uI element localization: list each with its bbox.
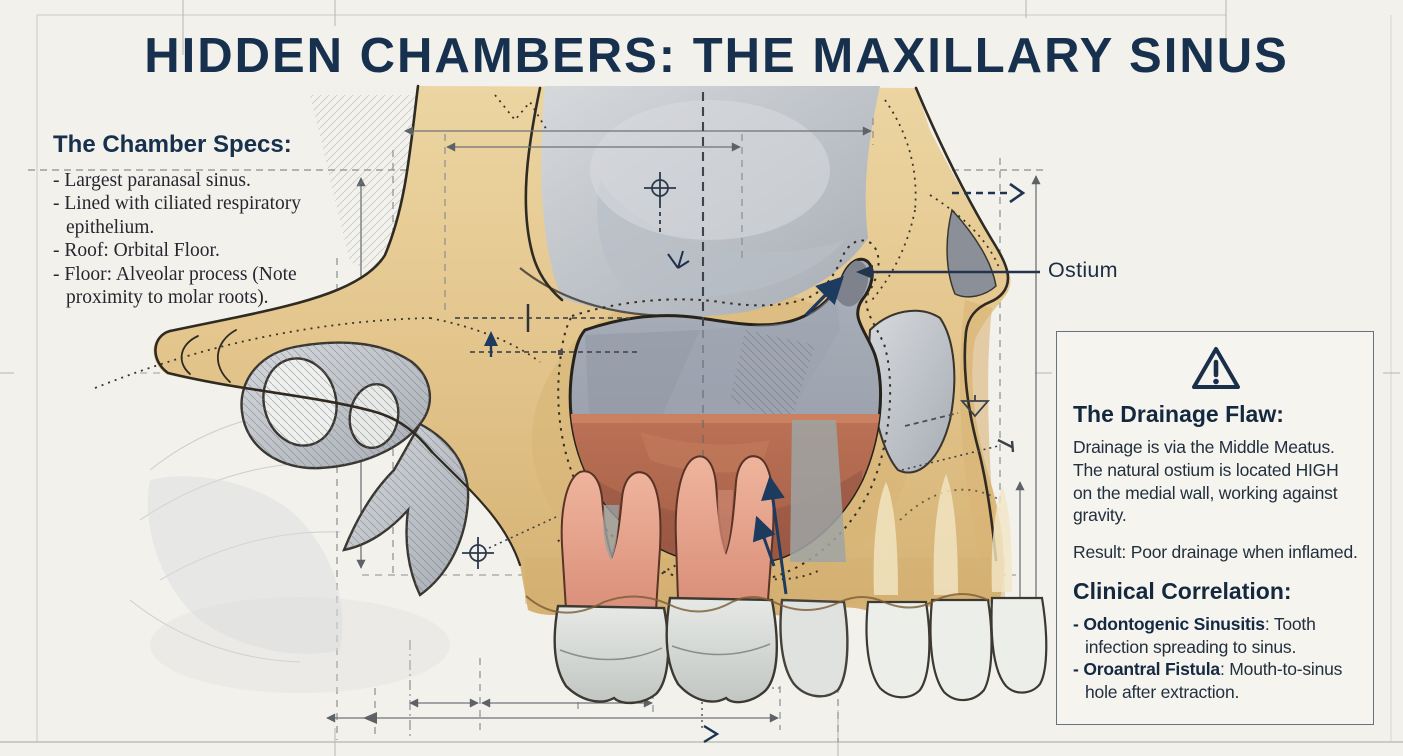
ostium-leader-line	[856, 265, 1040, 279]
ostium-label: Ostium	[1048, 258, 1118, 282]
clinical-item: - Odontogenic Sinusitis: Tooth infection…	[1073, 613, 1316, 657]
clinical-correlation-heading: Clinical Correlation:	[1073, 577, 1292, 604]
suture-mark-icon	[667, 250, 690, 269]
annotations	[484, 182, 1040, 744]
drainage-flaw-body: Drainage is via the Middle Meatus. The n…	[1073, 437, 1339, 526]
spec-item: - Lined with ciliated respiratory epithe…	[53, 193, 301, 238]
molar-1	[553, 470, 670, 705]
fluid-arrow	[761, 475, 788, 595]
molar-2	[665, 455, 778, 704]
level-flag-icon	[960, 395, 990, 418]
warning-icon	[1073, 344, 1359, 397]
teeth	[525, 455, 1048, 705]
drainage-flaw-result: Result: Poor drainage when inflamed.	[1073, 542, 1358, 562]
crosshair-icon	[644, 172, 676, 232]
clinical-item: - Oroantral Fistula: Mouth-to-sinus hole…	[1073, 659, 1343, 702]
drainage-flaw-heading: The Drainage Flaw:	[1073, 401, 1284, 427]
anterior-teeth	[865, 596, 1048, 702]
drainage-warning-panel: The Drainage Flaw: Drainage is via the M…	[1056, 331, 1374, 725]
spec-item: - Floor: Alveolar process (Note proximit…	[53, 263, 297, 308]
sinus-floor-arrow	[752, 515, 776, 567]
dimension-lines-over	[404, 92, 1015, 569]
chamber-specs-heading: The Chamber Specs:	[53, 131, 292, 158]
skull-drawing	[94, 84, 1048, 705]
chamber-specs-block: The Chamber Specs: - Largest paranasal s…	[53, 131, 353, 309]
spec-item: - Roof: Orbital Floor.	[53, 240, 220, 262]
crosshair-icon	[462, 537, 494, 569]
nasal-aperture	[868, 208, 997, 474]
premolar-root-shadow	[790, 420, 846, 562]
alveolar-margin	[525, 593, 989, 614]
open-chevron-icon	[703, 724, 720, 744]
ostium-internal-arrow	[804, 276, 844, 317]
page-title: HIDDEN CHAMBERS: THE MAXILLARY SINUS	[144, 29, 1289, 83]
ink-outlines	[154, 84, 1010, 567]
medial-wall-arrow	[484, 331, 498, 357]
spec-item: - Largest paranasal sinus.	[53, 170, 251, 191]
pin-marker-icon	[901, 438, 1015, 471]
premolar-crown	[779, 598, 849, 698]
anterior-root-ridges	[873, 474, 1012, 595]
open-chevron-icon	[1009, 182, 1026, 204]
